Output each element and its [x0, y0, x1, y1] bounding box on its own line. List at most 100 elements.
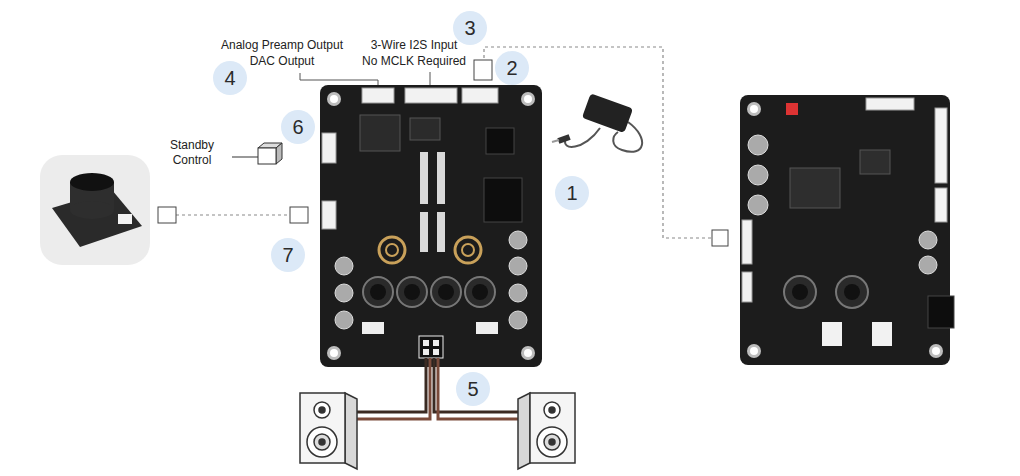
controller-board: [750, 347, 758, 355]
amplifier-board: [486, 128, 514, 154]
amplifier-board: [423, 340, 429, 346]
speaker: [300, 393, 345, 463]
amplifier-board: [524, 95, 532, 103]
callout-number: 6: [292, 117, 303, 137]
amplifier-board: [327, 346, 341, 360]
amplifier-board: [360, 115, 400, 151]
speaker-wire: [352, 358, 430, 419]
amplifier-board: [330, 349, 338, 357]
amplifier-board: [509, 284, 527, 302]
amplifier-board: [431, 277, 461, 307]
controller-board: [748, 165, 768, 185]
sensor-module: [70, 173, 114, 191]
speaker: [300, 393, 357, 469]
amplifier-board: [363, 277, 393, 307]
amplifier-board: [455, 237, 481, 263]
amplifier-board: [420, 212, 428, 252]
callout-circle: 3: [453, 11, 487, 45]
part-label: Standby Control: [162, 138, 222, 168]
controller-board: [872, 322, 892, 346]
speaker: [537, 427, 567, 457]
speaker: [314, 402, 330, 418]
controller-board: [742, 220, 752, 264]
module-cable: [176, 214, 290, 215]
controller-board: [784, 276, 816, 308]
callout-circle: 6: [281, 110, 315, 144]
amplifier-board: [437, 212, 445, 252]
speaker-wire: [352, 358, 426, 412]
amplifier-board: [433, 340, 439, 346]
speaker: [314, 434, 330, 450]
sensor-module: [70, 201, 114, 219]
amplifier-board: [521, 92, 535, 106]
controller-board: [740, 95, 950, 365]
part-label: Analog Preamp Output: [221, 38, 343, 53]
amplifier-board: [397, 277, 427, 307]
controller-board: [747, 102, 761, 116]
callout-circle: 4: [213, 61, 247, 95]
amplifier-board: [322, 133, 336, 163]
speaker: [544, 434, 560, 450]
controller-board: [919, 256, 937, 274]
callout-circle: 5: [456, 372, 490, 406]
amplifier-board: [509, 257, 527, 275]
controller-board: [747, 344, 761, 358]
controller-board: [928, 296, 954, 328]
amplifier-board: [320, 85, 542, 367]
callout-number: 4: [224, 68, 235, 88]
controller-board: [740, 95, 954, 365]
speaker-wire: [434, 358, 522, 412]
amplifier-board: [330, 95, 338, 103]
amplifier-board: [335, 311, 353, 329]
controller-board: [866, 98, 914, 110]
controller-board: [836, 276, 868, 308]
controller-board: [844, 284, 860, 300]
speaker: [345, 393, 357, 469]
power-adapter: [552, 93, 642, 152]
power-adapter: [552, 140, 559, 142]
amplifier-board: [438, 284, 454, 300]
amplifier-board: [386, 244, 398, 256]
speaker: [530, 393, 575, 463]
amplifier-board: [437, 152, 445, 204]
speaker: [544, 402, 560, 418]
controller-board: [822, 322, 842, 346]
sensor-module: [40, 155, 150, 265]
amplifier-board: [379, 237, 405, 263]
controller-board: [748, 195, 768, 215]
amplifier-board: [404, 284, 420, 300]
cable-plug: [158, 207, 176, 223]
part-label: No MCLK Required: [362, 54, 466, 69]
speaker: [518, 393, 530, 469]
speaker: [307, 427, 337, 457]
callout-circle: 2: [495, 51, 529, 85]
amplifier-board: [320, 85, 542, 367]
speaker-wire: [438, 358, 522, 419]
controller-board: [790, 168, 840, 208]
callout-number: 5: [467, 379, 478, 399]
controller-board: [935, 108, 947, 183]
callout-circle: 7: [271, 238, 305, 272]
controller-board: [929, 344, 943, 358]
controller-board: [750, 105, 758, 113]
controller-board: [742, 272, 752, 302]
callout-number: 3: [464, 18, 475, 38]
amplifier-board: [524, 349, 532, 357]
amplifier-board: [335, 257, 353, 275]
controller-board: [932, 347, 940, 355]
speaker: [319, 407, 325, 413]
controller-board: [935, 188, 947, 222]
amplifier-board: [410, 118, 440, 140]
part-label: 3-Wire I2S Input: [371, 38, 458, 53]
callout-number: 1: [566, 183, 577, 203]
amplifier-board: [327, 92, 341, 106]
power-adapter: [557, 134, 570, 144]
controller-board: [860, 150, 890, 174]
controller-board: [919, 231, 937, 249]
amplifier-board: [362, 322, 384, 334]
amplifier-board: [419, 336, 443, 358]
part-label: DAC Output: [250, 54, 315, 69]
standby-plug: [232, 143, 282, 164]
standby-plug: [232, 156, 258, 158]
